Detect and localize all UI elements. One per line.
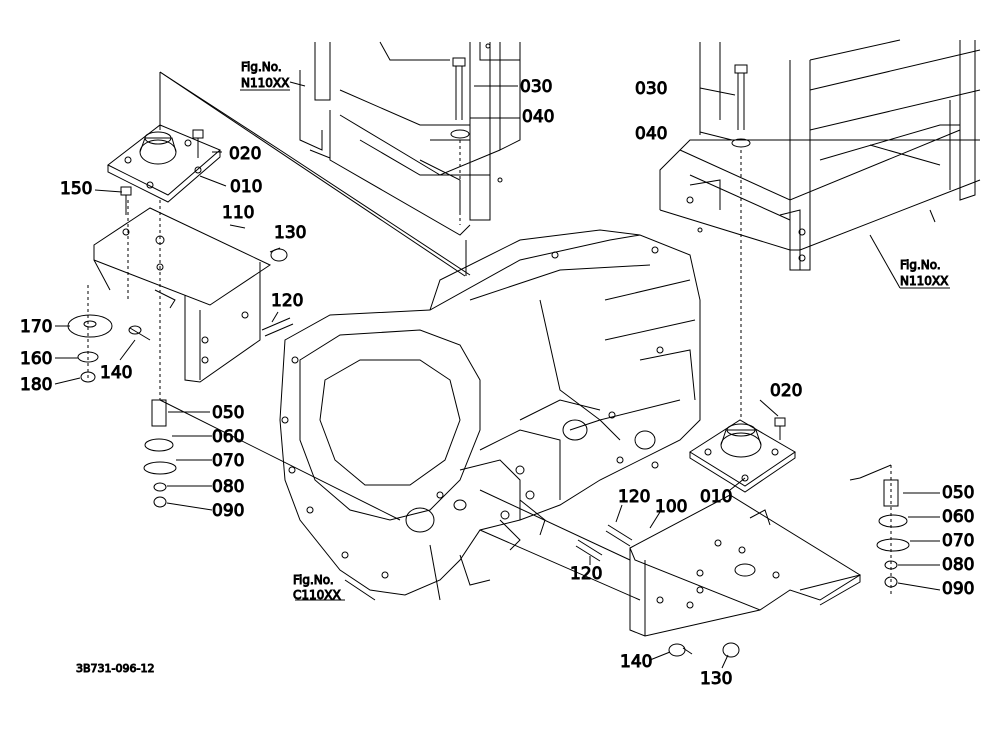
callout-left-120: 120	[271, 291, 303, 311]
callout-right-070: 070	[942, 531, 974, 551]
callout-left-060: 060	[212, 427, 244, 447]
callout-left-180: 180	[20, 375, 52, 395]
frame-top-right	[659, 39, 981, 271]
callout-left-020: 020	[229, 144, 261, 164]
callout-right-130: 130	[700, 669, 732, 689]
callout-right-020: 020	[770, 381, 802, 401]
frame-top-center	[299, 41, 521, 236]
callout-right-030: 030	[635, 79, 667, 99]
ref-bottom-line2: C110XX	[293, 588, 341, 602]
figure-references: Fig.No. N110XX Fig.No. N110XX Fig.No. C1…	[241, 60, 949, 603]
callout-left-050: 050	[212, 403, 244, 423]
callout-left-010: 010	[230, 177, 262, 197]
callout-left-150: 150	[60, 179, 92, 199]
callout-right-140: 140	[620, 652, 652, 672]
leader-lines-right	[479, 399, 941, 669]
callout-right-060: 060	[942, 507, 974, 527]
transmission-housing	[279, 229, 701, 601]
callout-right-120b: 120	[570, 564, 602, 584]
right-bolt-assembly	[699, 64, 751, 420]
callout-labels: 020 010 150 110 130 120 170 160 140 180 …	[20, 77, 975, 690]
diagram-code: 3B731-096-12	[76, 662, 154, 675]
callout-left-130: 130	[274, 223, 306, 243]
leader-lines-left	[54, 71, 471, 521]
callout-right-040: 040	[635, 124, 667, 144]
callout-left-140: 140	[100, 363, 132, 383]
ref-top-right-line2: N110XX	[900, 274, 948, 288]
callout-left-090: 090	[212, 501, 244, 521]
callout-right-080: 080	[942, 555, 974, 575]
callout-mid-040: 040	[522, 107, 554, 127]
callout-mid-030: 030	[520, 77, 552, 97]
ref-bottom-line1: Fig.No.	[293, 573, 334, 587]
callout-left-110: 110	[222, 203, 254, 223]
callout-left-170: 170	[20, 317, 52, 337]
mid-bolt-assembly	[450, 57, 520, 225]
callout-right-050: 050	[942, 483, 974, 503]
ref-top-left-line1: Fig.No.	[241, 60, 282, 74]
ref-top-right-line1: Fig.No.	[900, 258, 941, 272]
left-bracket-assembly	[67, 72, 294, 508]
callout-right-120a: 120	[618, 487, 650, 507]
callout-right-090: 090	[942, 579, 974, 599]
callout-left-160: 160	[20, 349, 52, 369]
ref-top-left-line2: N110XX	[241, 76, 289, 90]
callout-right-100: 100	[655, 497, 687, 517]
callout-left-070: 070	[212, 451, 244, 471]
right-bracket-assembly	[575, 417, 910, 658]
callout-left-080: 080	[212, 477, 244, 497]
callout-right-010: 010	[700, 487, 732, 507]
